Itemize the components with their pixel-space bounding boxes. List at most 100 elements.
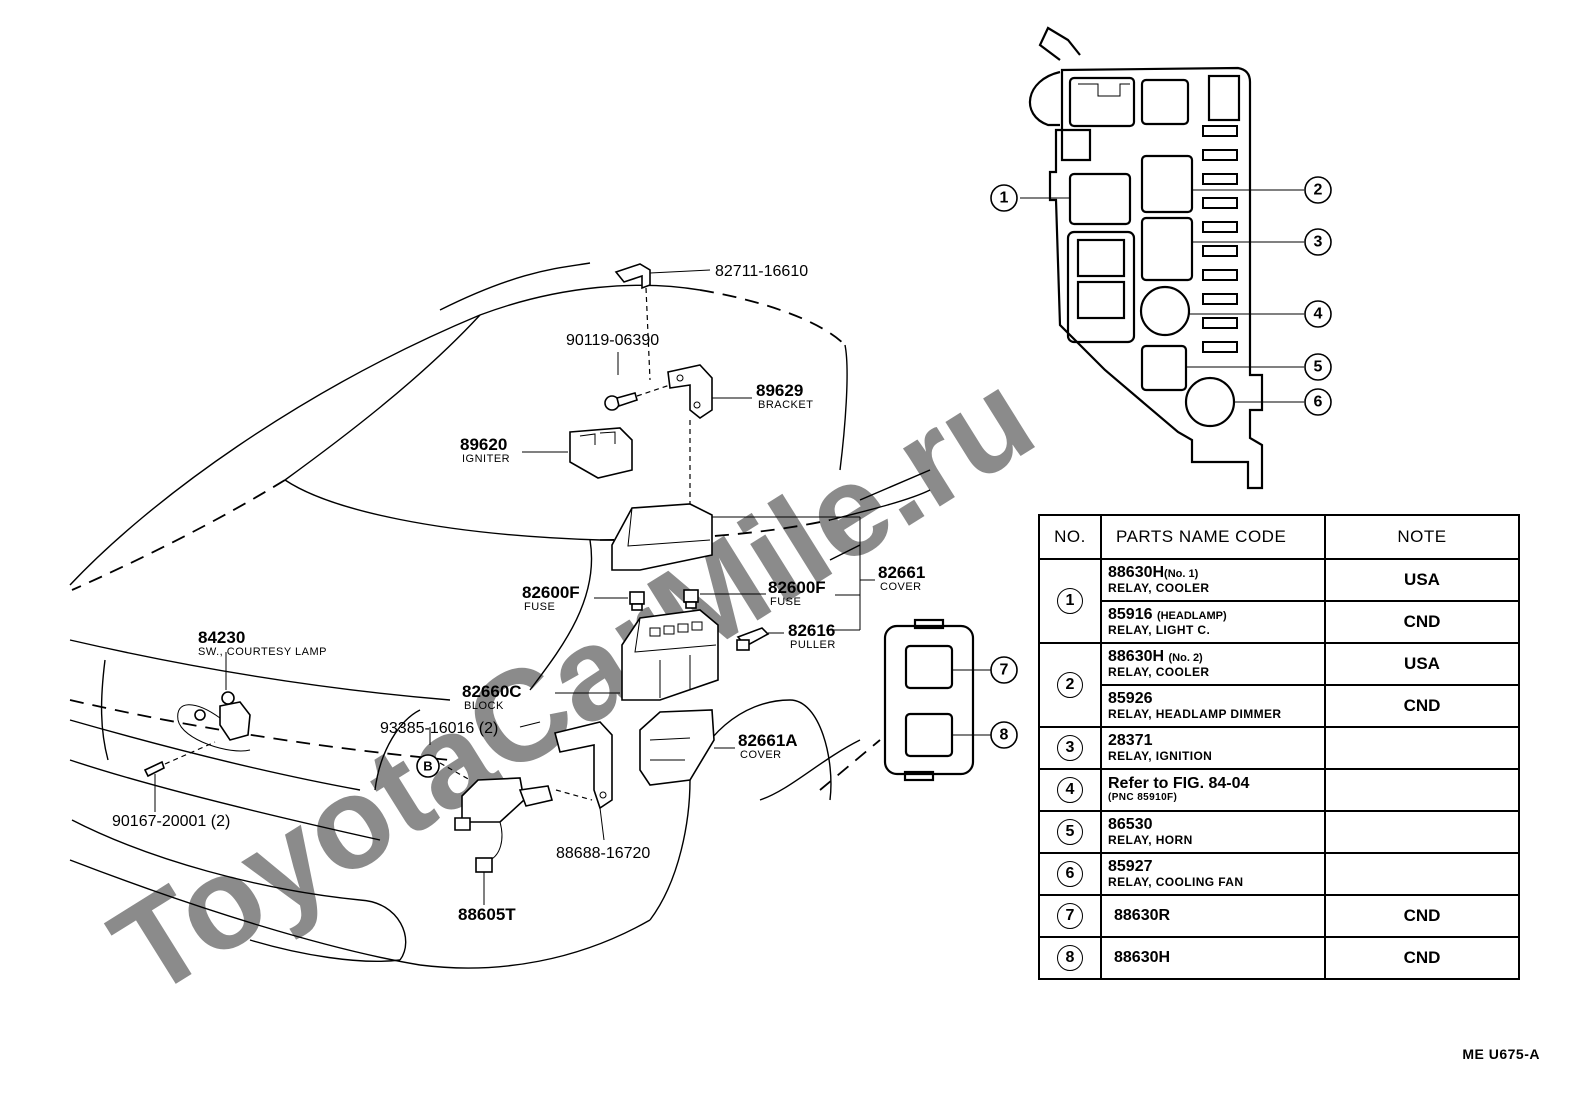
connector-88605t-icon	[439, 762, 554, 905]
row-note: USA	[1324, 558, 1520, 602]
row-no-2: 2	[1038, 642, 1102, 728]
part-labels: 82711-16610 90119-06390 89629 BRACKET 89…	[112, 263, 925, 924]
label-89629-sub: BRACKET	[758, 399, 813, 411]
label-82616-sub: PULLER	[790, 639, 836, 651]
label-90167: 90167-20001 (2)	[112, 813, 230, 830]
row-no-7: 7	[1038, 894, 1102, 938]
callout-8-label: 8	[1000, 727, 1009, 744]
igniter-89620-icon	[522, 427, 633, 479]
row-no-4: 4	[1038, 768, 1102, 812]
label-90119: 90119-06390	[566, 332, 659, 349]
header-note: NOTE	[1324, 514, 1520, 560]
callout-b-label: B	[423, 759, 432, 774]
row-note: CND	[1324, 600, 1520, 644]
label-82600f-left-sub: FUSE	[524, 601, 555, 613]
row-name: 88630R	[1100, 894, 1326, 938]
fuse-82600f-left-icon	[594, 591, 645, 611]
label-88688: 88688-16720	[556, 845, 650, 862]
switch-84230-icon	[177, 652, 251, 752]
row-note	[1324, 726, 1520, 770]
bracket-88688-icon	[554, 721, 613, 841]
label-82661-sub: COVER	[880, 581, 922, 593]
table-header-row: NO. PARTS NAME CODE NOTE	[1038, 514, 1520, 560]
row-note	[1324, 768, 1520, 812]
callout-4	[1304, 300, 1332, 328]
callout-2	[1304, 176, 1332, 204]
screw-90167-icon	[143, 741, 216, 812]
row-name: 88630H (No. 2)RELAY, COOLER	[1100, 642, 1326, 686]
car-body-outline	[69, 262, 931, 969]
callout-5	[1304, 353, 1332, 381]
row-note: CND	[1324, 936, 1520, 980]
row-name: 88630H	[1100, 936, 1326, 980]
puller-82616-icon	[736, 627, 784, 651]
callout-6	[1304, 388, 1332, 416]
row-note	[1324, 810, 1520, 854]
label-82661: 82661	[878, 563, 925, 582]
bracket-89629-icon	[667, 364, 752, 505]
row-no-5: 5	[1038, 810, 1102, 854]
row-note: CND	[1324, 894, 1520, 938]
callout-2-label: 2	[1314, 182, 1323, 199]
label-82661a: 82661A	[738, 731, 798, 750]
row-note: USA	[1324, 642, 1520, 686]
bolt-90119-icon	[604, 352, 671, 411]
label-84230-sub: SW., COURTESY LAMP	[198, 646, 327, 658]
callout-7-label: 7	[1000, 662, 1009, 679]
label-82600f-left: 82600F	[522, 583, 580, 602]
figure-code: ME U675-A	[1462, 1046, 1540, 1062]
label-82600f-right: 82600F	[768, 578, 826, 597]
table-row: 8 88630H CND	[1038, 936, 1520, 980]
label-82661a-sub: COVER	[740, 749, 782, 761]
label-93385: 93385-16016 (2)	[380, 720, 498, 737]
label-82711: 82711-16610	[715, 263, 808, 280]
table-row: 1 88630H(No. 1)RELAY, COOLER USA	[1038, 558, 1520, 644]
row-no-8: 8	[1038, 936, 1102, 980]
table-row: 7 88630R CND	[1038, 894, 1520, 938]
table-row: 2 88630H (No. 2)RELAY, COOLER USA	[1038, 642, 1520, 728]
label-88605t: 88605T	[458, 905, 516, 924]
callout-7	[990, 656, 1018, 684]
callout-1	[990, 184, 1018, 212]
row-no-6: 6	[1038, 852, 1102, 896]
label-82600f-right-sub: FUSE	[770, 596, 801, 608]
screw-93385-icon	[429, 721, 541, 745]
label-82660c-sub: BLOCK	[464, 700, 504, 712]
secondary-relay-block	[883, 618, 992, 782]
parts-table: NO. PARTS NAME CODE NOTE 1 88630H(No. 1)…	[1038, 514, 1520, 980]
clip-82711-icon	[614, 263, 711, 381]
callout-5-label: 5	[1314, 359, 1323, 376]
fuse-82600f-right-icon	[683, 589, 766, 609]
callout-b	[416, 754, 440, 778]
row-note	[1324, 852, 1520, 896]
row-name: 88630H(No. 1)RELAY, COOLER	[1100, 558, 1326, 602]
block-82660c-icon	[555, 609, 719, 701]
table-row: 4 Refer to FIG. 84-04(PNC 85910F)	[1038, 768, 1520, 812]
callout-4-label: 4	[1314, 306, 1323, 323]
header-parts-name-code: PARTS NAME CODE	[1100, 514, 1326, 560]
label-89620: 89620	[460, 435, 507, 454]
row-no-3: 3	[1038, 726, 1102, 770]
row-no-1: 1	[1038, 558, 1102, 644]
callout-3	[1304, 228, 1332, 256]
label-89629: 89629	[756, 381, 803, 400]
label-84230: 84230	[198, 628, 245, 647]
callout-3-label: 3	[1314, 234, 1323, 251]
table-row: 85916 (HEADLAMP)RELAY, LIGHT C. CND	[1039, 600, 1520, 644]
row-note: CND	[1324, 684, 1520, 728]
callout-1-label: 1	[1000, 190, 1009, 207]
label-82660c: 82660C	[462, 682, 522, 701]
callout-6-label: 6	[1314, 394, 1323, 411]
callout-8	[990, 721, 1018, 749]
row-name: Refer to FIG. 84-04(PNC 85910F)	[1100, 768, 1326, 812]
label-89620-sub: IGNITER	[462, 453, 510, 465]
relay-block-layout	[1020, 26, 1304, 490]
